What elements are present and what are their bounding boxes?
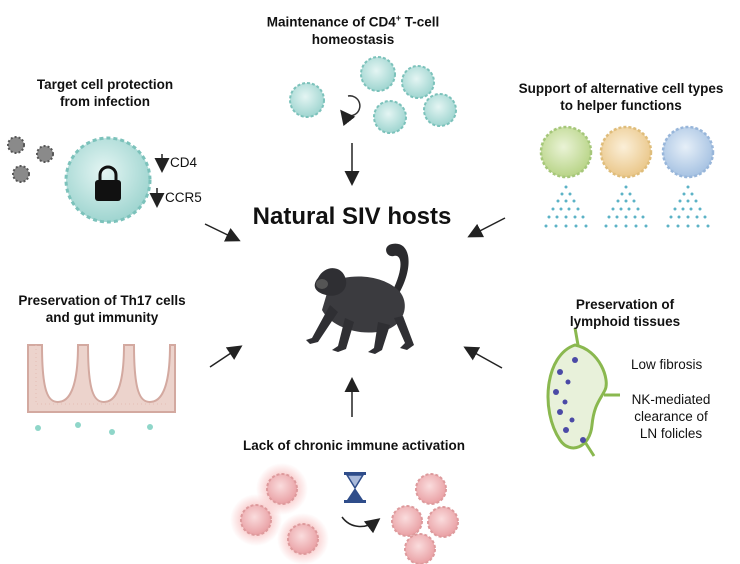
secreted-factors [544,185,710,228]
activated-cells-left [230,463,329,564]
title-mid-left-line1: Preservation of Th17 cells [18,293,186,308]
title-top-left-line2: from infection [60,94,150,109]
hourglass-icon [344,472,366,503]
virus-particles [7,136,54,183]
monkey-illustration [306,243,414,354]
center-title: Natural SIV hosts [252,203,452,230]
note-nk-line3: LN folicles [639,426,703,441]
title-top-left-line1: Target cell protection [36,77,174,92]
lymph-node-illustration [546,327,620,457]
note-nk-line1: NK-mediated [631,392,711,407]
title-top-right-line1: Support of alternative cell types [518,81,724,96]
arrow-curved [341,516,381,534]
title-top-line1: Maintenance of CD4 [266,14,396,30]
title-mid-right: Preservation of lymphoid tissues [550,296,700,330]
gut-villi-illustration [27,344,176,435]
alternative-cells [539,125,715,179]
note-nk-line2: clearance of [634,409,708,424]
title-top: Maintenance of CD4+ T-cell homeostasis [230,10,476,48]
resting-cells-right [391,473,459,564]
arrow-top-left [204,223,241,242]
title-top-right-line2: to helper functions [560,98,682,113]
note-nk-clearance: NK-mediated clearance of LN folicles [622,391,720,442]
cd4-t-cell-cluster [289,56,457,134]
title-top-line2: homeostasis [311,31,395,47]
arrow-mid-right [463,346,503,369]
title-mid-left: Preservation of Th17 cells and gut immun… [4,292,200,326]
marker-cd4: CD4 [170,155,198,170]
title-mid-left-line2: and gut immunity [45,310,159,325]
title-top-sup: + [395,13,402,23]
marker-ccr5: CCR5 [165,190,202,205]
title-bottom: Lack of chronic immune activation [242,438,466,453]
title-mid-right-line1: Preservation of [575,297,675,312]
title-top-left: Target cell protection from infection [10,76,200,110]
lock-icon [95,165,121,201]
title-top-right: Support of alternative cell types to hel… [505,80,737,114]
title-top-line1-end: T-cell [401,14,440,30]
arrow-mid-left [209,345,243,368]
arrow-top-right [467,217,506,238]
cycle-arrow-icon [340,95,361,127]
title-mid-right-line2: lymphoid tissues [569,314,681,329]
note-low-fibrosis: Low fibrosis [631,357,703,372]
